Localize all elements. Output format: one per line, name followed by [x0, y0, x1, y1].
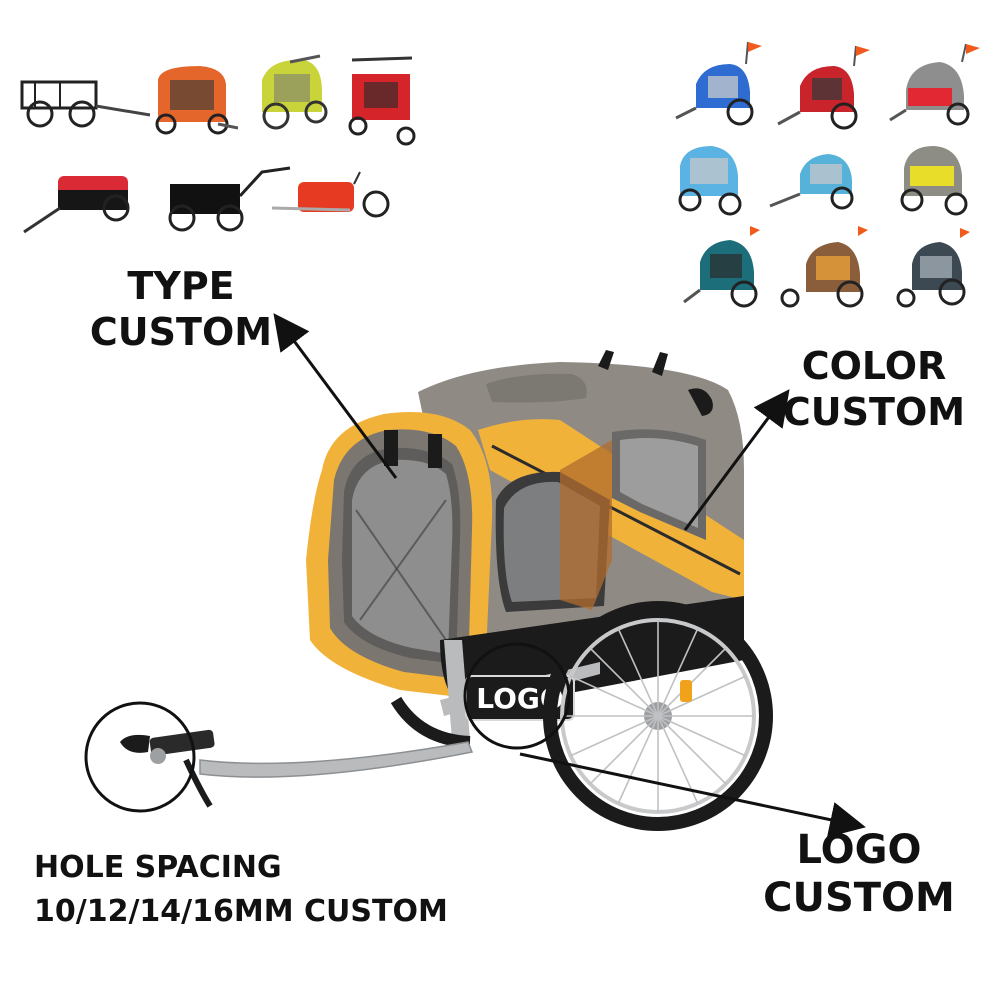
type-thumbnails	[20, 54, 416, 234]
type-custom-label: TYPE CUSTOM	[84, 264, 278, 355]
color-thumbnails	[675, 41, 980, 308]
type-thumb-3	[262, 54, 328, 130]
type-thumb-7	[271, 171, 390, 218]
pet-trailer: LOGO	[120, 350, 773, 831]
type-label-line2: CUSTOM	[89, 309, 273, 354]
rear-wheel	[543, 601, 773, 831]
hole-spacing-label: HOLE SPACING 10/12/14/16MM CUSTOM	[34, 846, 448, 933]
color-thumb-1	[675, 41, 762, 126]
logo-label-line2: CUSTOM	[763, 875, 955, 921]
type-thumb-6	[168, 166, 291, 232]
color-arrow	[683, 389, 790, 531]
type-thumb-5	[23, 176, 130, 234]
color-label-line2: CUSTOM	[782, 389, 966, 434]
type-arrow	[273, 313, 398, 479]
color-thumb-6	[900, 146, 968, 216]
hitch-highlight-circle	[84, 701, 196, 813]
type-thumb-2	[155, 66, 239, 135]
color-thumb-4	[678, 146, 742, 216]
hole-label-line1: HOLE SPACING	[34, 850, 282, 885]
hole-label-line2: 10/12/14/16MM CUSTOM	[34, 893, 448, 929]
color-thumb-5	[769, 154, 854, 210]
color-label-line1: COLOR	[801, 344, 947, 388]
type-thumb-1	[20, 80, 151, 128]
hitch	[120, 729, 215, 808]
color-custom-label: COLOR CUSTOM	[782, 344, 966, 435]
color-thumb-3	[889, 43, 980, 126]
logo-label-line1: LOGO	[796, 827, 922, 873]
color-thumb-2	[777, 45, 870, 130]
color-thumb-9	[896, 228, 970, 308]
logo-arrow	[519, 752, 866, 838]
logo-highlight-circle	[463, 642, 571, 750]
logo-custom-label: LOGO CUSTOM	[762, 826, 956, 922]
color-thumb-8	[780, 226, 868, 308]
color-thumb-7	[683, 226, 760, 308]
type-thumb-4	[348, 56, 416, 146]
type-label-line1: TYPE	[127, 264, 235, 308]
